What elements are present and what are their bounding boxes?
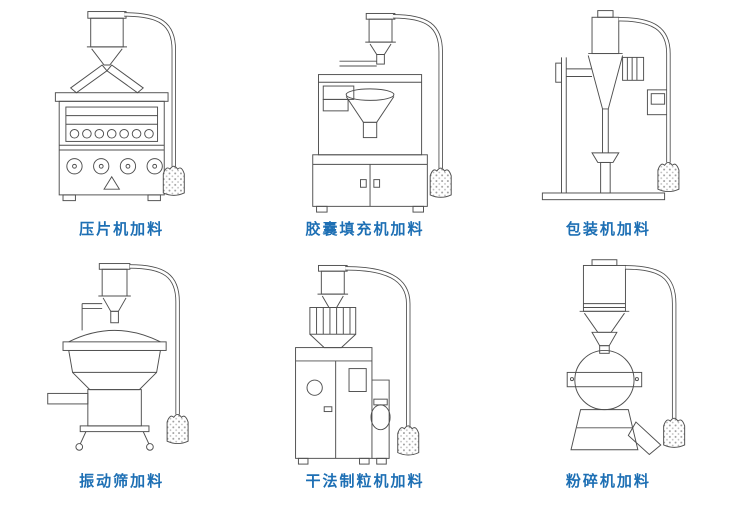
vacuum-pipe — [392, 14, 443, 169]
machine-label-tablet-press: 压片机加料 — [79, 220, 165, 238]
capsule-filler-illustration — [311, 12, 452, 213]
material-sack-icon — [663, 417, 686, 448]
machine-label-vibrating-sieve: 振动筛加料 — [79, 472, 165, 490]
vacuum-pipe — [625, 265, 677, 419]
packaging-machine-illustration — [541, 10, 680, 201]
figure-dry-granulator: 干法制粒机加料 — [243, 254, 486, 506]
figure-pulverizer: 粉碎机加料 — [487, 254, 730, 506]
vacuum-pipe — [124, 12, 177, 167]
pulverizer-illustration — [566, 259, 686, 456]
dry-granulator-illustration — [294, 264, 419, 465]
material-sack-icon — [657, 161, 680, 193]
vibrating-sieve-illustration — [47, 263, 189, 451]
machine-label-packaging-machine: 包装机加料 — [565, 220, 651, 238]
machine-label-capsule-filler: 胶囊填充机加料 — [305, 220, 425, 238]
capsule-filler-body — [311, 12, 428, 213]
dry-granulator-body — [294, 264, 391, 465]
machine-label-dry-granulator: 干法制粒机加料 — [305, 472, 425, 490]
vacuum-pipe — [130, 264, 181, 415]
figure-vibrating-sieve: 振动筛加料 — [0, 254, 243, 506]
material-sack-icon — [396, 425, 419, 456]
packaging-machine-body — [541, 10, 669, 201]
vacuum-pipe — [344, 266, 411, 426]
material-sack-icon — [163, 165, 186, 196]
machine-label-pulverizer: 粉碎机加料 — [565, 472, 651, 490]
material-sack-icon — [167, 413, 189, 445]
figure-tablet-press: 压片机加料 — [0, 2, 243, 254]
pulverizer-body — [566, 259, 662, 456]
tablet-press-body — [55, 11, 169, 202]
vacuum-pipe — [618, 16, 671, 163]
vibrating-sieve-body — [47, 263, 168, 451]
material-sack-icon — [429, 167, 452, 198]
figure-capsule-filler: 胶囊填充机加料 — [243, 2, 486, 254]
figure-packaging-machine: 包装机加料 — [487, 2, 730, 254]
tablet-press-illustration — [55, 11, 186, 202]
